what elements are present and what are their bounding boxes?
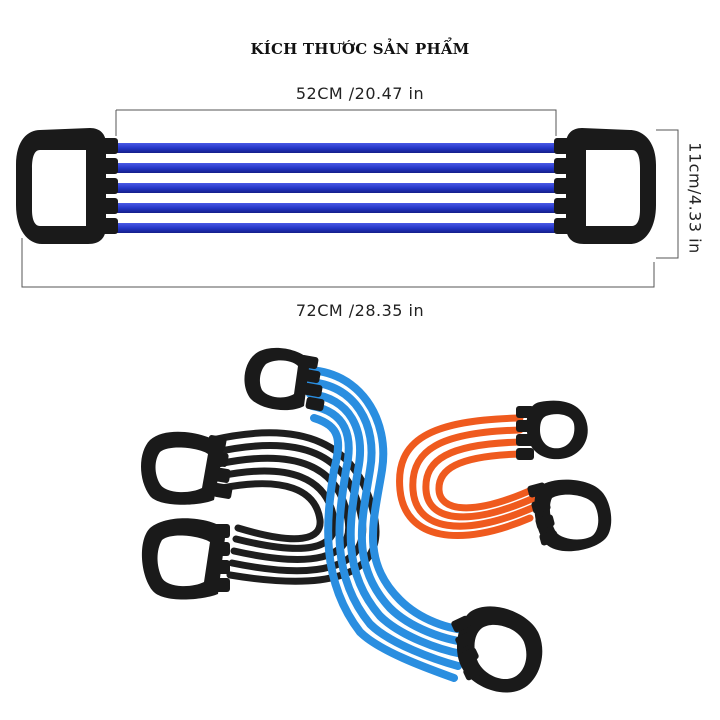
height-line [656,129,679,259]
inner-length-label: 52CM /20.47 in [295,84,425,103]
black-handle-top-icon [141,431,233,505]
total-length-label: 72CM /28.35 in [295,301,425,320]
orange-handle-bottom-icon [527,479,612,552]
top-bands [106,143,566,233]
product-size-title: KÍCH THƯỚC SẢN PHẨM [250,40,470,58]
blue-handle-top-icon [244,347,325,411]
left-handle-icon [16,128,118,244]
orange-handle-top-icon [516,400,588,460]
band-5 [106,223,566,233]
band-1 [106,143,566,153]
band-4 [106,203,566,213]
right-handle-icon [554,128,656,244]
total-length-line [21,238,655,288]
band-3 [106,183,566,193]
black-handle-bottom-icon [141,518,230,600]
blue-expander [244,347,543,693]
top-expander [16,128,656,244]
orange-expander [396,400,612,552]
blue-handle-bottom-icon [451,606,543,693]
black-expander [141,429,380,600]
inner-length-line [115,109,557,136]
band-2 [106,163,566,173]
dimension-lines [21,109,679,288]
